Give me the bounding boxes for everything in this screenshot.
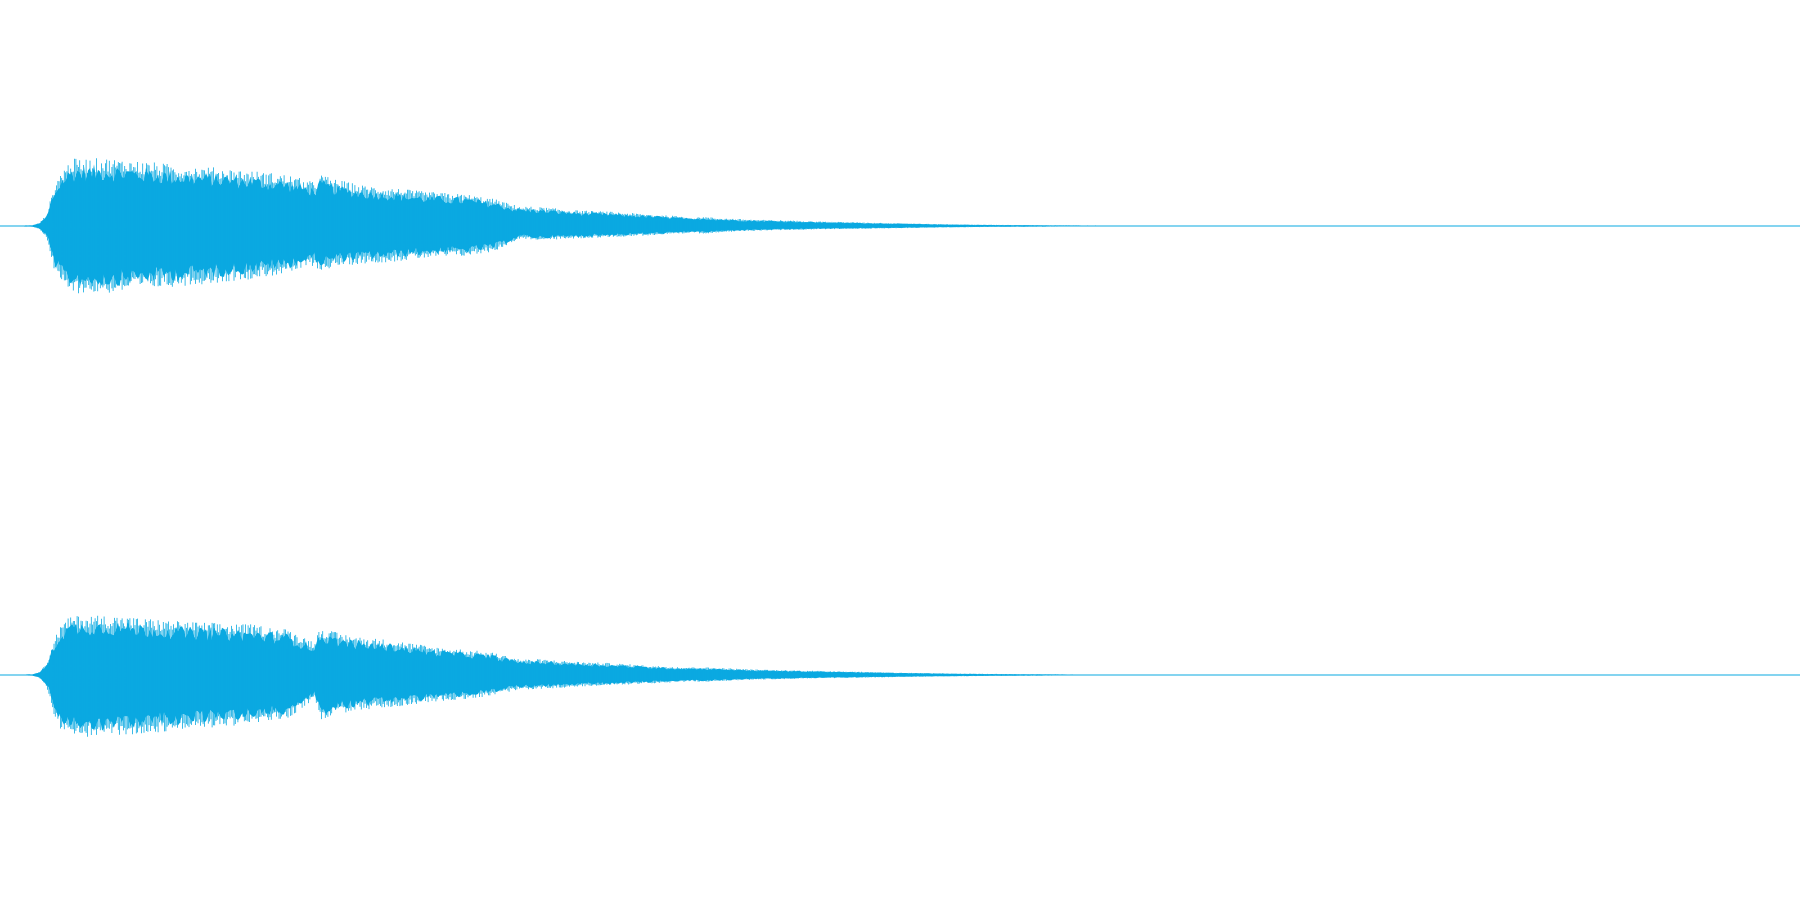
waveform-channel-1 — [0, 158, 1800, 294]
waveform-channel-2 — [0, 615, 1800, 737]
channel-2-waveform-spikes — [7, 615, 1238, 737]
channel-1-waveform-spikes — [7, 158, 1238, 294]
